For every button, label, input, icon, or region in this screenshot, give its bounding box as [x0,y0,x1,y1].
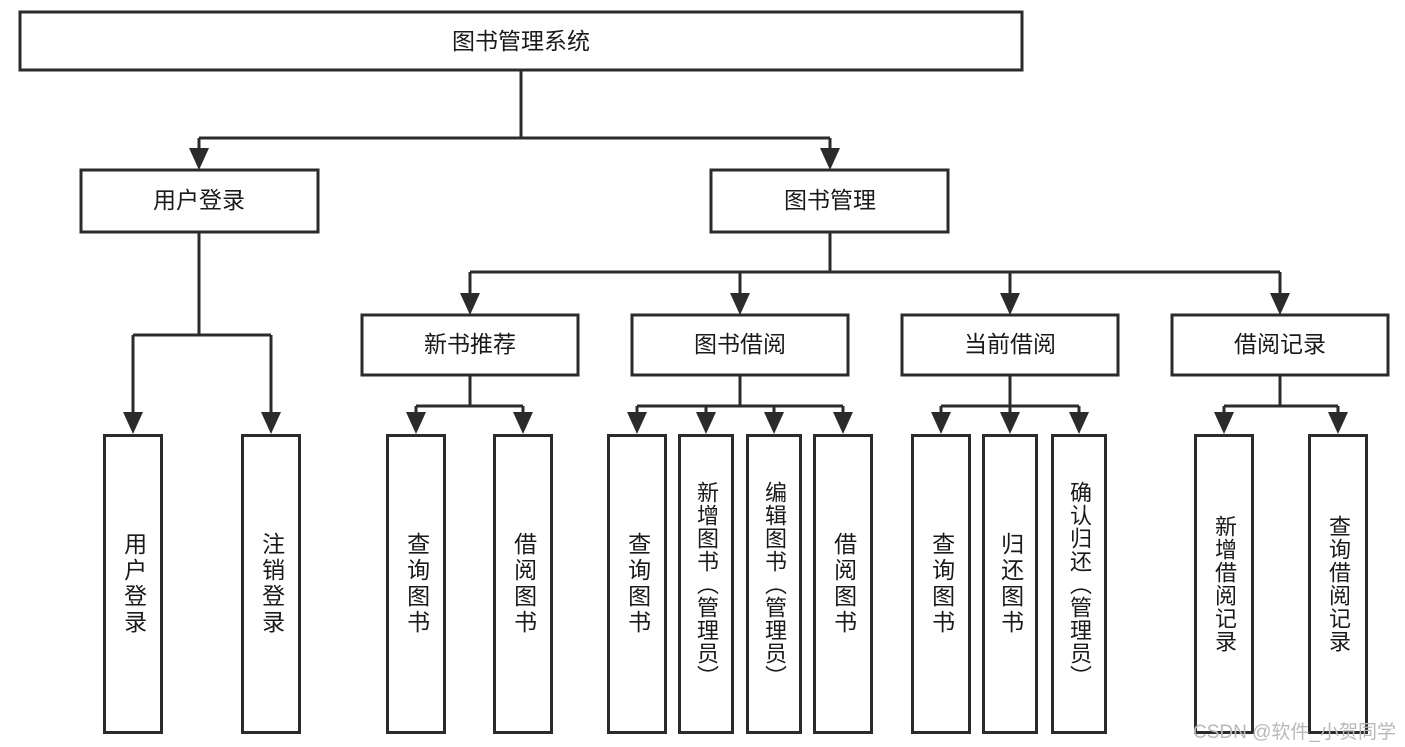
leaf-node-borrow-book-1[interactable]: 借阅图书 [493,434,553,734]
arrow-to-new-book-recommend-icon [460,293,480,315]
book-management-node-label: 图书管理 [784,187,876,213]
arrow-to-book-borrow-icon [730,293,750,315]
node-root[interactable]: 图书管理系统 [18,10,1024,72]
arrow-to-borrow-record-icon [1270,293,1290,315]
arrow-to-leaf-add-book-admin-icon [696,412,716,434]
node-borrow-record[interactable]: 借阅记录 [1170,313,1390,377]
node-book-management[interactable]: 图书管理 [709,168,950,234]
arrow-to-book-management-icon [820,148,840,170]
leaf-node-logout-login[interactable]: 注销登录 [241,434,301,734]
leaf-node-query-book-3[interactable]: 查询图书 [911,434,971,734]
leaf-query-book-1-label: 查询图书 [403,532,430,636]
arrow-to-leaf-query-book-1-icon [406,412,426,434]
leaf-user-login-label: 用户登录 [120,532,147,636]
arrow-to-leaf-query-book-3-icon [931,412,951,434]
node-user-login[interactable]: 用户登录 [79,168,320,234]
leaf-node-return-book[interactable]: 归还图书 [982,434,1038,734]
leaf-borrow-book-2-label: 借阅图书 [830,532,857,636]
node-book-borrow[interactable]: 图书借阅 [630,313,850,377]
leaf-borrow-book-1-label: 借阅图书 [510,532,537,636]
current-borrow-node-box[interactable] [900,313,1120,377]
node-new-book-recommend[interactable]: 新书推荐 [360,313,580,377]
arrow-to-leaf-borrow-book-1-icon [513,412,533,434]
leaf-logout-login-label: 注销登录 [258,532,285,636]
leaf-add-borrow-record-label: 新增借阅记录 [1211,515,1237,653]
leaf-edit-book-admin-label: 编辑图书（管理员） [761,480,787,688]
leaf-node-edit-book-admin[interactable]: 编辑图书（管理员） [746,434,802,734]
arrow-to-leaf-query-book-2-icon [627,412,647,434]
new-book-recommend-node-label: 新书推荐 [424,331,516,357]
leaf-node-borrow-book-2[interactable]: 借阅图书 [813,434,873,734]
leaf-node-query-book-1[interactable]: 查询图书 [386,434,446,734]
current-borrow-node-label: 当前借阅 [964,331,1056,357]
arrow-to-user-login-icon [189,148,209,170]
leaf-query-book-3-label: 查询图书 [928,532,955,636]
leaf-node-query-book-2[interactable]: 查询图书 [607,434,667,734]
book-borrow-node-box[interactable] [630,313,850,377]
leaf-node-confirm-return-admin[interactable]: 确认归还（管理员） [1051,434,1107,734]
arrow-to-leaf-confirm-return-admin-icon [1069,412,1089,434]
leaf-query-borrow-record-label: 查询借阅记录 [1325,515,1351,653]
user-login-node-label: 用户登录 [153,187,245,213]
root-node-box[interactable] [18,10,1024,72]
leaf-return-book-label: 归还图书 [997,532,1024,636]
node-current-borrow[interactable]: 当前借阅 [900,313,1120,377]
book-borrow-node-label: 图书借阅 [694,331,786,357]
leaf-node-user-login[interactable]: 用户登录 [103,434,163,734]
arrow-to-leaf-return-book-icon [1000,412,1020,434]
leaf-add-book-admin-label: 新增图书（管理员） [693,480,719,688]
root-node-label: 图书管理系统 [452,28,590,54]
borrow-record-node-label: 借阅记录 [1234,331,1326,357]
arrow-to-leaf-query-borrow-record-icon [1328,412,1348,434]
leaf-node-add-borrow-record[interactable]: 新增借阅记录 [1194,434,1254,734]
new-book-recommend-node-box[interactable] [360,313,580,377]
arrow-to-leaf-borrow-book-2-icon [833,412,853,434]
arrow-to-leaf-user-login-icon [123,412,143,434]
leaf-node-query-borrow-record[interactable]: 查询借阅记录 [1308,434,1368,734]
arrow-to-leaf-edit-book-admin-icon [764,412,784,434]
arrow-to-leaf-add-borrow-record-icon [1214,412,1234,434]
arrow-to-current-borrow-icon [1000,293,1020,315]
leaf-confirm-return-admin-label: 确认归还（管理员） [1066,480,1092,688]
arrow-to-leaf-logout-login-icon [261,412,281,434]
leaf-node-add-book-admin[interactable]: 新增图书（管理员） [678,434,734,734]
leaf-query-book-2-label: 查询图书 [624,532,651,636]
